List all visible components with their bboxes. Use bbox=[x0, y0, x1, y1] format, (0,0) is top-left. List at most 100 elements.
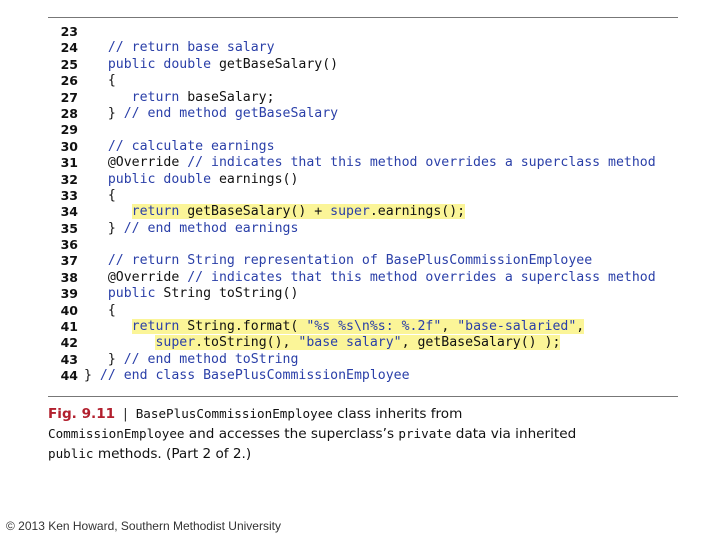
line-number: 25 bbox=[60, 56, 78, 72]
code-line: 25 public double getBaseSalary() bbox=[48, 57, 678, 73]
code-text: public String toString() bbox=[84, 286, 299, 302]
code-line: 36 bbox=[48, 237, 678, 253]
line-number: 27 bbox=[60, 89, 78, 105]
highlighted-code: return getBaseSalary() + super.earnings(… bbox=[131, 204, 466, 220]
code-line: 23 bbox=[48, 24, 678, 40]
code-indent bbox=[84, 319, 132, 334]
line-number: 23 bbox=[60, 24, 78, 39]
code-line: 40 { bbox=[48, 303, 678, 319]
line-number: 42 bbox=[60, 335, 78, 351]
code-token-keyword: public double bbox=[107, 56, 212, 72]
line-number: 39 bbox=[60, 286, 78, 302]
figure-caption: Fig. 9.11|BasePlusCommissionEmployee cla… bbox=[48, 404, 678, 464]
code-token-comment: // indicates that this method overrides … bbox=[187, 155, 656, 171]
line-number: 44 bbox=[60, 368, 78, 384]
code-text: @Override // indicates that this method … bbox=[84, 270, 656, 286]
code-token-plain: earnings() bbox=[211, 171, 299, 187]
code-token-plain: getBaseSalary() + bbox=[179, 204, 331, 220]
caption-code: CommissionEmployee bbox=[48, 426, 185, 441]
code-text: } // end method earnings bbox=[84, 221, 299, 237]
code-line: 27 return baseSalary; bbox=[48, 90, 678, 106]
code-text: return String.format( "%s %s\n%s: %.2f",… bbox=[84, 319, 585, 335]
code-line: 33 { bbox=[48, 188, 678, 204]
code-content: } // end method earnings bbox=[108, 221, 299, 236]
caption-text: class inherits from bbox=[332, 406, 463, 422]
code-token-comment: // end method earnings bbox=[123, 220, 299, 236]
code-text: } // end method toString bbox=[84, 352, 299, 368]
caption-code: private bbox=[398, 426, 452, 441]
code-text: // return String representation of BaseP… bbox=[84, 253, 592, 269]
code-text: } // end method getBaseSalary bbox=[84, 106, 338, 122]
line-number: 40 bbox=[60, 302, 78, 318]
code-text: return getBaseSalary() + super.earnings(… bbox=[84, 204, 466, 220]
top-rule bbox=[48, 17, 678, 18]
line-number: 29 bbox=[60, 122, 78, 138]
code-token-plain: } bbox=[84, 368, 100, 384]
code-token-plain: } bbox=[107, 105, 124, 121]
code-text: super.toString(), "base salary", getBase… bbox=[84, 335, 561, 351]
line-number: 35 bbox=[60, 220, 78, 236]
code-token-comment: // return String representation of BaseP… bbox=[107, 253, 593, 269]
code-token-plain: { bbox=[107, 187, 116, 203]
code-line: 24 // return base salary bbox=[48, 40, 678, 56]
code-token-keyword: public bbox=[107, 286, 156, 302]
highlighted-code: super.toString(), "base salary", getBase… bbox=[155, 335, 561, 351]
code-content: { bbox=[108, 188, 116, 203]
code-indent bbox=[84, 40, 108, 55]
code-content: } // end class BasePlusCommissionEmploye… bbox=[84, 368, 410, 383]
line-number: 43 bbox=[60, 351, 78, 367]
code-token-keyword: super bbox=[155, 335, 196, 351]
code-token-plain: } bbox=[107, 351, 124, 367]
code-text: public double getBaseSalary() bbox=[84, 57, 338, 73]
code-token-plain: .earnings(); bbox=[369, 204, 466, 220]
code-content: public double getBaseSalary() bbox=[108, 57, 338, 72]
code-indent bbox=[84, 352, 108, 367]
code-indent bbox=[84, 106, 108, 121]
code-token-plain: baseSalary; bbox=[179, 89, 275, 105]
code-token-keyword: super bbox=[330, 204, 370, 220]
code-content: } // end method getBaseSalary bbox=[108, 106, 338, 121]
code-text: // return base salary bbox=[84, 40, 275, 56]
code-line: 38 @Override // indicates that this meth… bbox=[48, 270, 678, 286]
line-number: 30 bbox=[60, 138, 78, 154]
code-content: // return base salary bbox=[108, 40, 275, 55]
code-line: 31 @Override // indicates that this meth… bbox=[48, 155, 678, 171]
code-token-plain: { bbox=[107, 302, 116, 318]
code-content: // return String representation of BaseP… bbox=[108, 253, 592, 268]
code-content: return baseSalary; bbox=[132, 90, 275, 105]
code-token-plain: , getBaseSalary() ); bbox=[401, 335, 561, 351]
code-content: } // end method toString bbox=[108, 352, 299, 367]
code-line: 37 // return String representation of Ba… bbox=[48, 253, 678, 269]
code-line: 41 return String.format( "%s %s\n%s: %.2… bbox=[48, 319, 678, 335]
code-indent bbox=[84, 155, 108, 170]
code-indent bbox=[84, 204, 132, 219]
code-token-plain: { bbox=[107, 73, 116, 89]
code-line: 35 } // end method earnings bbox=[48, 221, 678, 237]
code-text: // calculate earnings bbox=[84, 139, 275, 155]
code-token-string: "base-salaried" bbox=[457, 319, 577, 335]
code-token-plain: @Override bbox=[107, 155, 188, 171]
code-token-plain: @Override bbox=[107, 269, 188, 285]
code-line: 28 } // end method getBaseSalary bbox=[48, 106, 678, 122]
code-line: 34 return getBaseSalary() + super.earnin… bbox=[48, 204, 678, 220]
code-line: 32 public double earnings() bbox=[48, 172, 678, 188]
code-token-plain: , bbox=[576, 319, 585, 335]
code-token-plain: String toString() bbox=[155, 286, 299, 302]
code-content: @Override // indicates that this method … bbox=[108, 270, 656, 285]
line-number: 34 bbox=[60, 204, 78, 220]
code-token-comment: // calculate earnings bbox=[107, 138, 275, 154]
bottom-rule bbox=[48, 396, 678, 397]
caption-code: BasePlusCommissionEmployee bbox=[135, 406, 333, 421]
line-number: 38 bbox=[60, 269, 78, 285]
line-number: 32 bbox=[60, 171, 78, 187]
code-line: 29 bbox=[48, 122, 678, 138]
code-indent bbox=[84, 73, 108, 88]
code-token-plain: .toString(), bbox=[195, 335, 299, 351]
copyright-notice: © 2013 Ken Howard, Southern Methodist Un… bbox=[6, 519, 281, 533]
code-content: @Override // indicates that this method … bbox=[108, 155, 656, 170]
line-number: 37 bbox=[60, 253, 78, 269]
caption-text: methods. (Part 2 of 2.) bbox=[93, 446, 252, 462]
code-content: // calculate earnings bbox=[108, 139, 275, 154]
code-content: public double earnings() bbox=[108, 172, 299, 187]
code-token-keyword: return bbox=[131, 319, 180, 335]
